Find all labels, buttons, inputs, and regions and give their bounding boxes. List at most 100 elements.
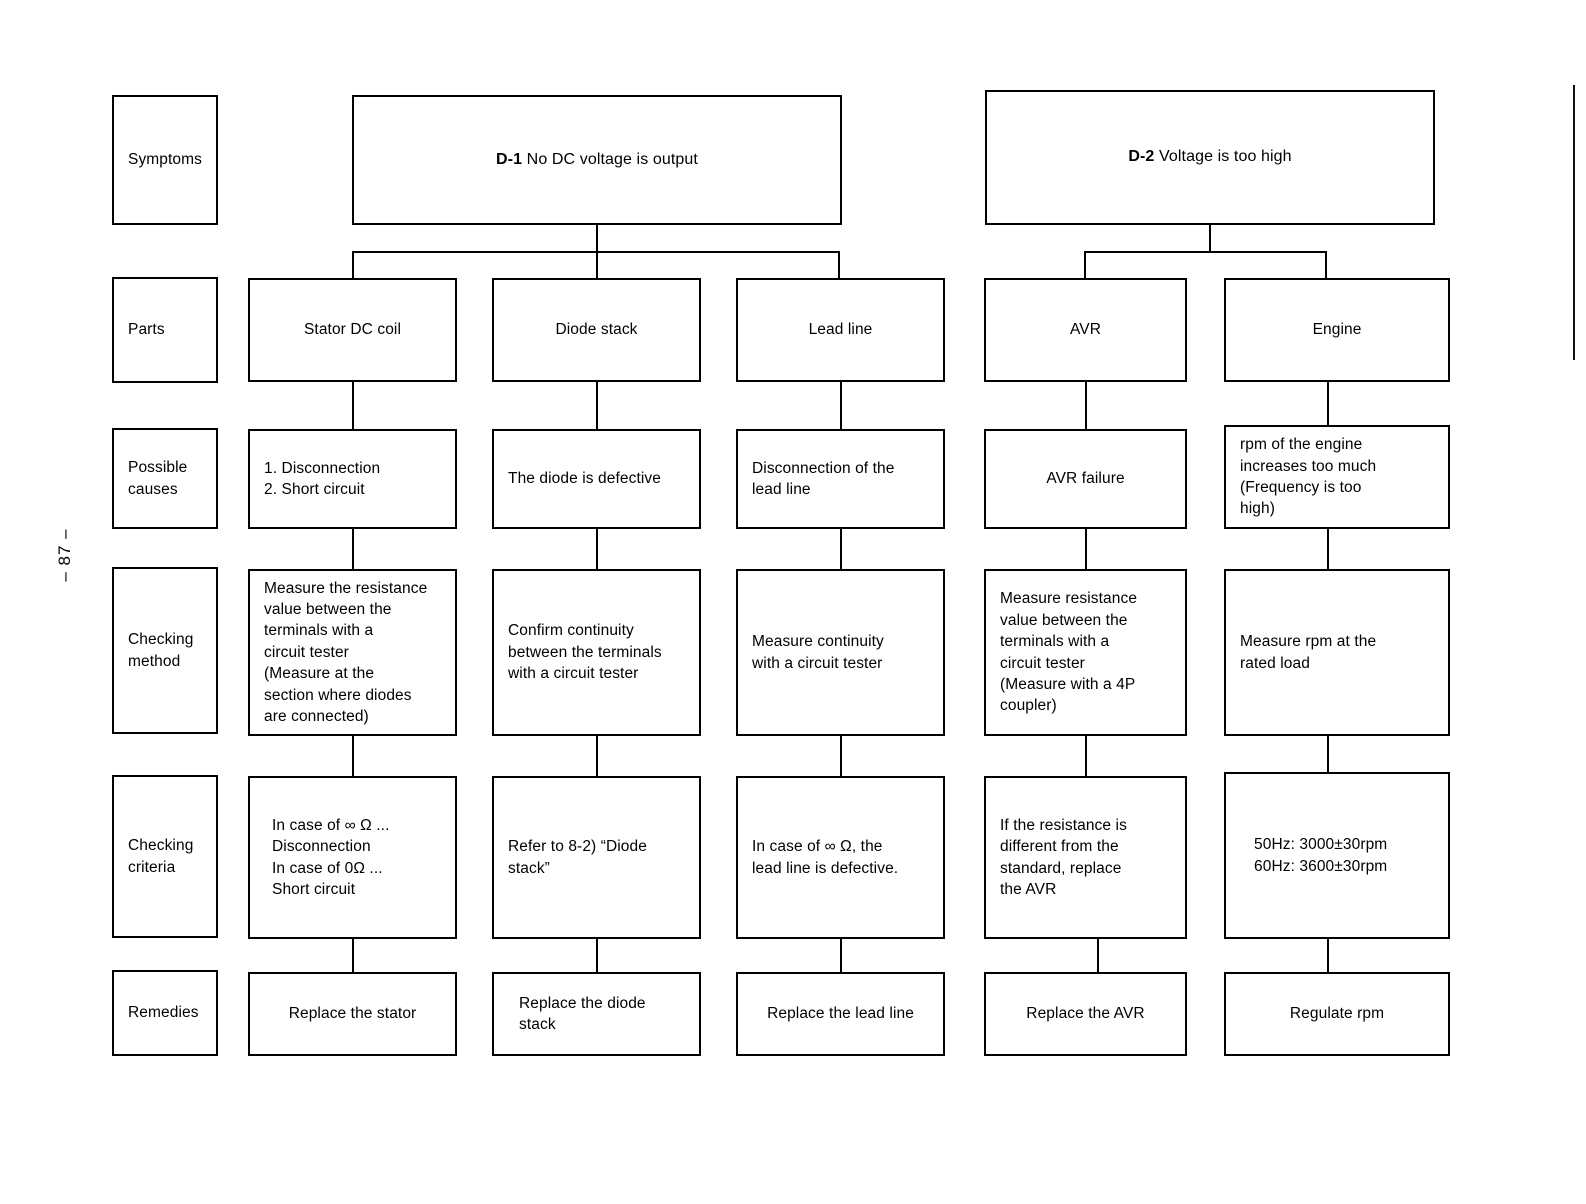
connector-d1-to-stator: [352, 251, 354, 278]
connector-cause-to-method-diode: [596, 529, 598, 569]
row-label-symptoms-text: Symptoms: [128, 151, 203, 169]
connector-method-to-criteria-engine: [1327, 736, 1329, 776]
symptom-d1-code: D-1: [496, 150, 523, 168]
part-label-diode-stack: Diode stack: [555, 321, 638, 339]
checking-criteria-text-avr: If the resistance is different from the …: [1000, 816, 1127, 898]
possible-cause-box-stator-dc-coil: 1. Disconnection 2. Short circuit: [248, 429, 457, 529]
remedy-box-avr: Replace the AVR: [984, 972, 1187, 1056]
symptom-box-d2: D-2 Voltage is too high: [985, 90, 1435, 225]
part-box-stator-dc-coil: Stator DC coil: [248, 278, 457, 382]
part-box-engine: Engine: [1224, 278, 1450, 382]
checking-method-box-lead-line: Measure continuity with a circuit tester: [736, 569, 945, 736]
connector-criteria-to-remedy-avr: [1097, 939, 1099, 972]
remedy-text-engine: Regulate rpm: [1289, 1005, 1385, 1023]
checking-criteria-text-diode-stack: Refer to 8-2) “Diode stack”: [508, 838, 647, 877]
part-label-engine: Engine: [1312, 321, 1362, 339]
connector-cause-to-method-stator: [352, 529, 354, 569]
checking-method-text-stator-dc-coil: Measure the resistance value between the…: [264, 579, 428, 725]
checking-method-box-avr: Measure resistance value between the ter…: [984, 569, 1187, 736]
possible-cause-text-engine: rpm of the engine increases too much (Fr…: [1240, 436, 1377, 518]
symptom-box-d1: D-1 No DC voltage is output: [352, 95, 842, 225]
symptom-d2-code: D-2: [1128, 148, 1155, 166]
connector-d1-stem: [596, 225, 598, 252]
connector-method-to-criteria-diode: [596, 736, 598, 776]
remedy-box-stator-dc-coil: Replace the stator: [248, 972, 457, 1056]
part-label-stator-dc-coil: Stator DC coil: [303, 321, 401, 339]
symptom-d2-label: Voltage is too high: [1154, 148, 1292, 166]
connector-method-to-criteria-avr: [1085, 736, 1087, 776]
possible-cause-text-stator-dc-coil: 1. Disconnection 2. Short circuit: [264, 459, 381, 498]
connector-d2-to-engine: [1325, 251, 1327, 278]
checking-method-text-avr: Measure resistance value between the ter…: [1000, 590, 1138, 715]
remedy-box-engine: Regulate rpm: [1224, 972, 1450, 1056]
possible-cause-box-diode-stack: The diode is defective: [492, 429, 701, 529]
connector-cause-to-method-avr: [1085, 529, 1087, 569]
row-label-parts: Parts: [112, 277, 218, 383]
part-label-avr: AVR: [1069, 321, 1102, 339]
connector-d2-stem: [1209, 225, 1211, 252]
remedy-box-diode-stack: Replace the diode stack: [492, 972, 701, 1056]
connector-cause-to-method-lead: [840, 529, 842, 569]
checking-criteria-text-lead-line: In case of ∞ Ω, the lead line is defecti…: [752, 838, 899, 877]
checking-method-box-diode-stack: Confirm continuity between the terminals…: [492, 569, 701, 736]
row-label-checking-criteria: Checking criteria: [112, 775, 218, 938]
part-box-avr: AVR: [984, 278, 1187, 382]
remedy-box-lead-line: Replace the lead line: [736, 972, 945, 1056]
row-label-checking-criteria-text: Checking criteria: [128, 837, 194, 876]
checking-criteria-box-diode-stack: Refer to 8-2) “Diode stack”: [492, 776, 701, 939]
connector-criteria-to-remedy-engine: [1327, 939, 1329, 972]
possible-cause-box-engine: rpm of the engine increases too much (Fr…: [1224, 425, 1450, 529]
connector-method-to-criteria-lead: [840, 736, 842, 776]
checking-criteria-box-stator-dc-coil: In case of ∞ Ω ... Disconnection In case…: [248, 776, 457, 939]
possible-cause-box-avr: AVR failure: [984, 429, 1187, 529]
symptom-d1-label: No DC voltage is output: [522, 150, 698, 168]
checking-method-box-engine: Measure rpm at the rated load: [1224, 569, 1450, 736]
connector-d2-to-avr: [1084, 251, 1086, 278]
row-label-parts-text: Parts: [128, 321, 165, 339]
row-label-possible-causes-text: Possible causes: [128, 459, 188, 498]
connector-criteria-to-remedy-lead: [840, 939, 842, 972]
connector-cause-to-method-engine: [1327, 529, 1329, 569]
scan-edge-artifact: [1573, 85, 1575, 360]
connector-avr-to-cause: [1085, 382, 1087, 429]
connector-criteria-to-remedy-diode: [596, 939, 598, 972]
row-label-remedies: Remedies: [112, 970, 218, 1056]
connector-lead-to-cause: [840, 382, 842, 429]
row-label-remedies-text: Remedies: [128, 1004, 199, 1022]
checking-method-text-diode-stack: Confirm continuity between the terminals…: [508, 622, 662, 683]
symptom-d2-text: D-2 Voltage is too high: [987, 146, 1433, 168]
possible-cause-text-diode-stack: The diode is defective: [508, 470, 661, 488]
possible-cause-box-lead-line: Disconnection of the lead line: [736, 429, 945, 529]
remedy-text-diode-stack: Replace the diode stack: [519, 994, 646, 1033]
connector-stator-to-cause: [352, 382, 354, 429]
checking-criteria-text-engine: 50Hz: 3000±30rpm 60Hz: 3600±30rpm: [1254, 836, 1388, 875]
connector-diode-to-cause: [596, 382, 598, 429]
connector-criteria-to-remedy-stator: [352, 939, 354, 972]
connector-d2-bus: [1084, 251, 1327, 253]
checking-criteria-text-stator-dc-coil: In case of ∞ Ω ... Disconnection In case…: [272, 816, 390, 898]
checking-method-text-lead-line: Measure continuity with a circuit tester: [752, 633, 884, 672]
checking-method-text-engine: Measure rpm at the rated load: [1240, 633, 1377, 672]
checking-criteria-box-avr: If the resistance is different from the …: [984, 776, 1187, 939]
symptom-d1-text: D-1 No DC voltage is output: [354, 149, 840, 171]
remedy-text-stator-dc-coil: Replace the stator: [288, 1005, 417, 1023]
connector-method-to-criteria-stator: [352, 736, 354, 776]
connector-d1-to-lead: [838, 251, 840, 278]
part-box-diode-stack: Diode stack: [492, 278, 701, 382]
checking-criteria-box-lead-line: In case of ∞ Ω, the lead line is defecti…: [736, 776, 945, 939]
possible-cause-text-avr: AVR failure: [1046, 470, 1125, 488]
checking-method-box-stator-dc-coil: Measure the resistance value between the…: [248, 569, 457, 736]
row-label-checking-method-text: Checking method: [128, 631, 194, 670]
page-number: – 87 –: [55, 528, 74, 582]
row-label-possible-causes: Possible causes: [112, 428, 218, 529]
possible-cause-text-lead-line: Disconnection of the lead line: [752, 459, 895, 498]
row-label-checking-method: Checking method: [112, 567, 218, 734]
connector-engine-to-cause: [1327, 382, 1329, 429]
remedy-text-lead-line: Replace the lead line: [767, 1005, 914, 1023]
part-box-lead-line: Lead line: [736, 278, 945, 382]
checking-criteria-box-engine: 50Hz: 3000±30rpm 60Hz: 3600±30rpm: [1224, 772, 1450, 939]
remedy-text-avr: Replace the AVR: [1026, 1005, 1145, 1023]
row-label-symptoms: Symptoms: [112, 95, 218, 225]
part-label-lead-line: Lead line: [808, 321, 873, 339]
